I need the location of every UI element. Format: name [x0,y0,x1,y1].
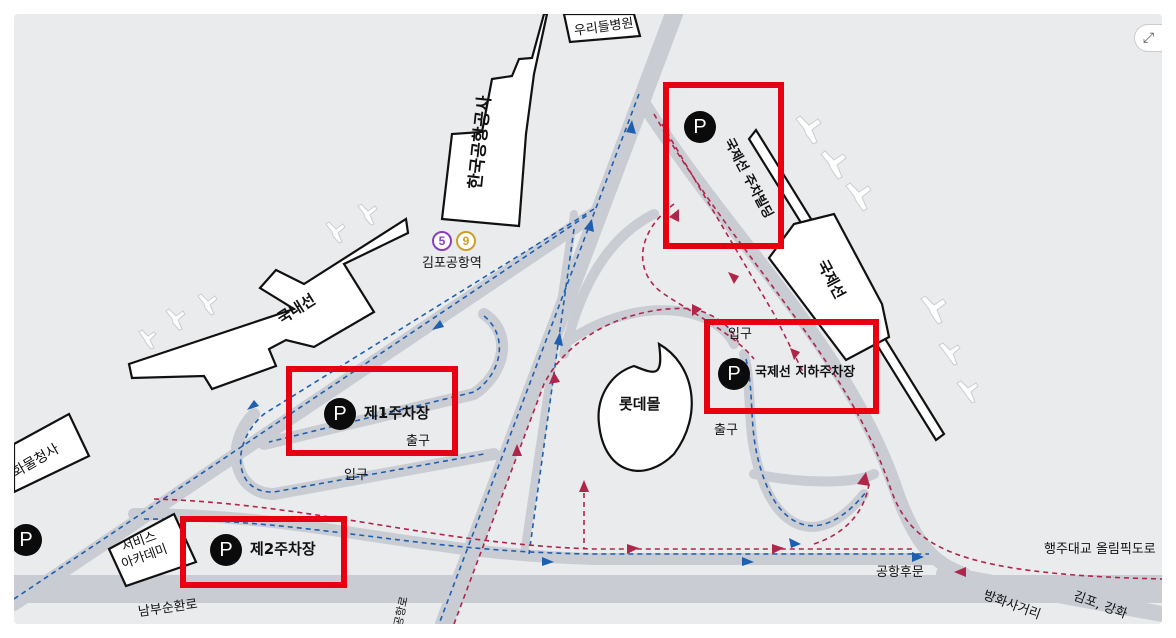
red-route-5 [153,498,914,550]
metro-line9-icon: 9 [456,231,476,251]
red-arrow [627,544,639,554]
red-route-1 [653,113,1162,580]
blue-arrow [912,552,924,562]
blue-arrows [247,120,924,566]
airplane-icon [845,182,872,212]
blue-route-5 [268,315,501,443]
intl-underground-parking-label[interactable]: 국제선 지하주차장 [755,365,856,380]
blue-route-6 [143,518,929,555]
red-arrow [954,567,966,577]
lotte-mall-label: 롯데몰 [619,395,661,413]
airplane-icon [357,203,378,226]
red-arrows [512,209,966,577]
highlight-intl-underground [704,319,879,414]
lotte-mall-building [597,341,693,472]
parking-icon[interactable]: P [324,398,356,430]
road-olympic-label: 행주대교 올림픽도로 [1044,542,1156,557]
road-left-loop [230,408,500,500]
airplane-icon [920,295,947,325]
blue-arrow [789,538,801,548]
red-arrow [549,372,560,384]
airplanes [138,115,979,404]
red-arrow [692,304,702,316]
hospital-building [562,14,642,44]
airplane-icon [820,150,847,180]
red-route-2 [453,307,740,624]
parking-icon[interactable]: P [210,534,242,566]
highlight-intl-building [663,82,784,249]
highlight-p2 [180,516,347,588]
red-arrow [669,209,679,222]
airplane-icon [795,115,822,145]
p2-label[interactable]: 제2주차장 [250,540,316,558]
red-arrow [790,348,800,360]
p1-label[interactable]: 제1주차장 [364,404,430,422]
entrance-p1-label: 입구 [344,468,368,483]
road-right-inner2 [749,469,879,487]
red-arrow [512,444,522,456]
exit-p1-label: 출구 [406,434,430,449]
service-academy-building [107,512,198,588]
road-diag-left [14,207,601,611]
kac-building [440,14,549,228]
airplane-icon [938,342,961,366]
blue-routes [14,93,929,624]
airplane-icon [325,221,346,244]
exit-underground-label: 출구 [714,423,738,438]
airplane-icon [165,308,186,331]
airport-back-gate-label: 공항후문 [876,565,924,580]
blue-arrow [432,320,444,330]
parking-icon[interactable]: P [14,524,42,556]
road-bottom-right [936,566,1162,622]
blue-arrow [742,557,754,566]
blue-route-4 [528,228,575,555]
highlight-p1 [286,366,458,456]
red-route-7 [813,483,870,545]
blue-route-1 [438,93,640,624]
metro-line5-icon: 5 [432,231,452,251]
expand-icon[interactable]: ⤢ [1134,24,1162,52]
red-arrow [857,472,870,486]
airport-parking-map: 우리들병원 한국공항공사 국내선 국제선 롯데몰 화물청사 서비스 아카데미 5… [14,14,1162,624]
red-route-3 [641,203,755,360]
road-p1-loop [258,308,508,450]
entrance-underground-label: 입구 [728,327,752,342]
airplane-icon [138,329,157,350]
blue-arrow [584,219,594,232]
airplane-icon [956,380,979,404]
blue-arrow [554,332,563,346]
blue-arrow [247,400,259,410]
domestic-terminal [127,217,410,391]
blue-arrow [542,557,554,566]
red-arrow [579,480,589,492]
blue-route-7 [745,358,867,527]
parking-icon[interactable]: P [718,358,750,390]
cargo-building [14,412,91,494]
red-arrow [728,272,739,284]
blue-route-2 [239,208,595,493]
red-arrow [772,544,784,554]
gimpo-station-label: 김포공항역 [422,256,482,271]
blue-route-3 [14,213,590,600]
road-lotte-loop [559,305,739,349]
airplane-icon [197,293,218,316]
blue-arrow [626,120,636,134]
parking-icon[interactable]: P [684,111,716,143]
